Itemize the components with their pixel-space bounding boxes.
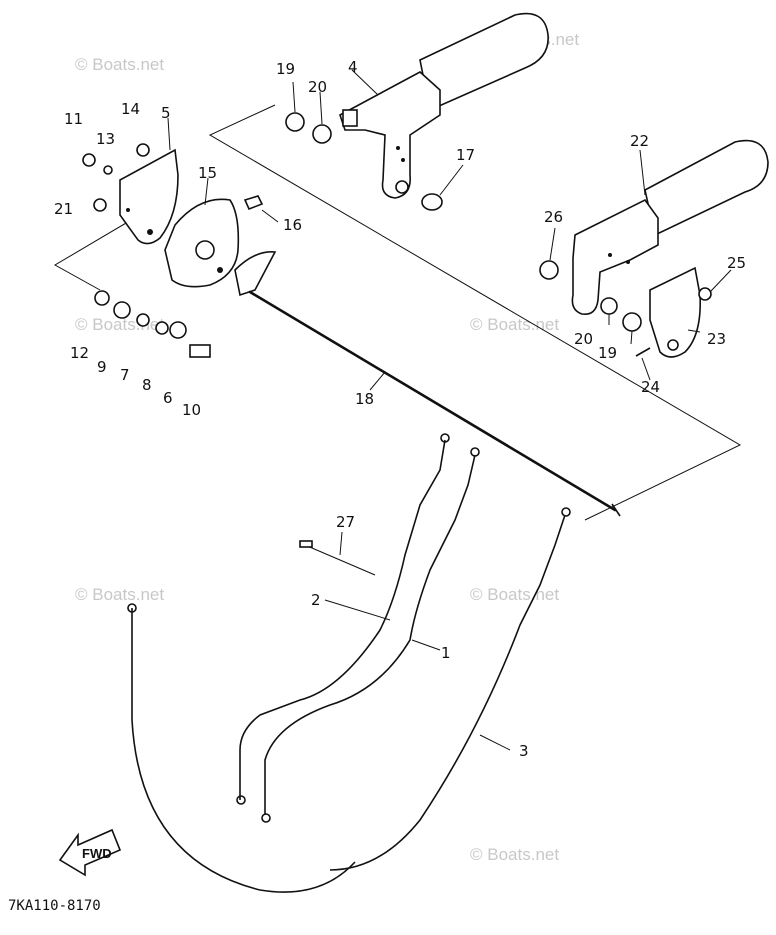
plate-part-5 xyxy=(119,148,179,245)
part-label-11: 11 xyxy=(64,110,83,128)
watermark: © Boats.net xyxy=(470,315,559,334)
part-label-16: 16 xyxy=(283,216,302,234)
drawing-code: 7KA110-8170 xyxy=(8,898,101,914)
leader-lines xyxy=(167,69,732,751)
hardware xyxy=(82,112,712,358)
shaft-rod-part-18 xyxy=(234,251,621,517)
part-label-19-second: 19 xyxy=(598,344,617,362)
plate-part-23 xyxy=(649,266,702,358)
part-labels: 1 2 3 4 5 6 7 8 9 10 11 12 13 14 15 16 1… xyxy=(54,58,746,760)
cable-long xyxy=(127,603,356,893)
tie-part-27 xyxy=(299,540,376,576)
part-label-18: 18 xyxy=(355,390,374,408)
part-label-19: 19 xyxy=(276,60,295,78)
part-label-7: 7 xyxy=(120,366,130,384)
handle-grip-upper xyxy=(339,12,549,199)
fwd-label: FWD xyxy=(82,846,112,861)
part-label-2: 2 xyxy=(311,591,321,609)
part-label-22: 22 xyxy=(630,132,649,150)
part-label-3: 3 xyxy=(519,742,529,760)
cover-part-15 xyxy=(164,198,240,288)
part-label-15: 15 xyxy=(198,164,217,182)
part-label-8: 8 xyxy=(142,376,152,394)
part-label-13: 13 xyxy=(96,130,115,148)
cable-3 xyxy=(329,507,571,871)
watermark: © Boats.net xyxy=(75,585,164,604)
fwd-arrow: FWD xyxy=(58,828,122,877)
part-label-24: 24 xyxy=(641,378,660,396)
part-label-26: 26 xyxy=(544,208,563,226)
watermark: © Boats.net xyxy=(470,845,559,864)
part-label-6: 6 xyxy=(163,389,173,407)
part-label-17: 17 xyxy=(456,146,475,164)
part-label-14: 14 xyxy=(121,100,140,118)
handle-grip-lower xyxy=(571,139,769,316)
part-label-5: 5 xyxy=(161,104,171,122)
cables-1-2 xyxy=(236,433,480,823)
part-label-25: 25 xyxy=(727,254,746,272)
part-label-10: 10 xyxy=(182,401,201,419)
watermark: © Boats.net xyxy=(75,55,164,74)
part-label-20-second: 20 xyxy=(574,330,593,348)
part-label-4: 4 xyxy=(348,58,358,76)
part-label-1: 1 xyxy=(441,644,451,662)
part-label-20: 20 xyxy=(308,78,327,96)
watermarks: © Boats.net © Boats.net © Boats.net © Bo… xyxy=(75,30,579,864)
part-label-12: 12 xyxy=(70,344,89,362)
part-label-23: 23 xyxy=(707,330,726,348)
part-label-27: 27 xyxy=(336,513,355,531)
watermark: © Boats.net xyxy=(470,585,559,604)
part-label-21: 21 xyxy=(54,200,73,218)
part-label-9: 9 xyxy=(97,358,107,376)
